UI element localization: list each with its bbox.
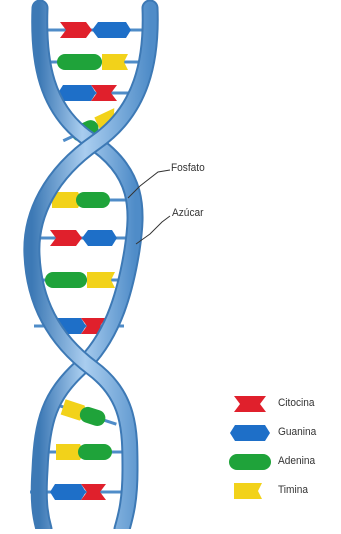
- legend-item-citocina: Citocina: [228, 396, 340, 425]
- cytosine-icon: [228, 396, 272, 412]
- base-pair: [44, 54, 146, 70]
- base-pair: [44, 444, 128, 460]
- guanine-icon: [228, 425, 272, 441]
- legend: Citocina Guanina Adenina Timina: [228, 396, 340, 512]
- base-pair: [44, 22, 150, 38]
- fosfato-label: Fosfato: [171, 162, 205, 174]
- thymine-base: [87, 272, 115, 288]
- guanine-base: [58, 85, 96, 101]
- thymine-icon: [228, 483, 272, 499]
- adenine-base: [76, 192, 110, 208]
- adenine-base: [45, 272, 87, 288]
- adenine-base: [57, 54, 102, 70]
- legend-item-adenina: Adenina: [228, 454, 340, 483]
- guanine-base: [92, 22, 131, 38]
- adenine-base: [78, 444, 112, 460]
- legend-item-timina: Timina: [228, 483, 340, 512]
- adenine-icon: [228, 454, 272, 470]
- guanine-base: [50, 484, 86, 500]
- legend-label: Citocina: [278, 397, 315, 409]
- legend-label: Timina: [278, 484, 308, 496]
- guanine-base: [82, 230, 117, 246]
- legend-label: Guanina: [278, 426, 316, 438]
- legend-item-guanina: Guanina: [228, 425, 340, 454]
- base-pair: [57, 398, 119, 432]
- base-pair: [30, 230, 130, 246]
- legend-label: Adenina: [278, 455, 315, 467]
- azucar-label: Azúcar: [172, 207, 204, 219]
